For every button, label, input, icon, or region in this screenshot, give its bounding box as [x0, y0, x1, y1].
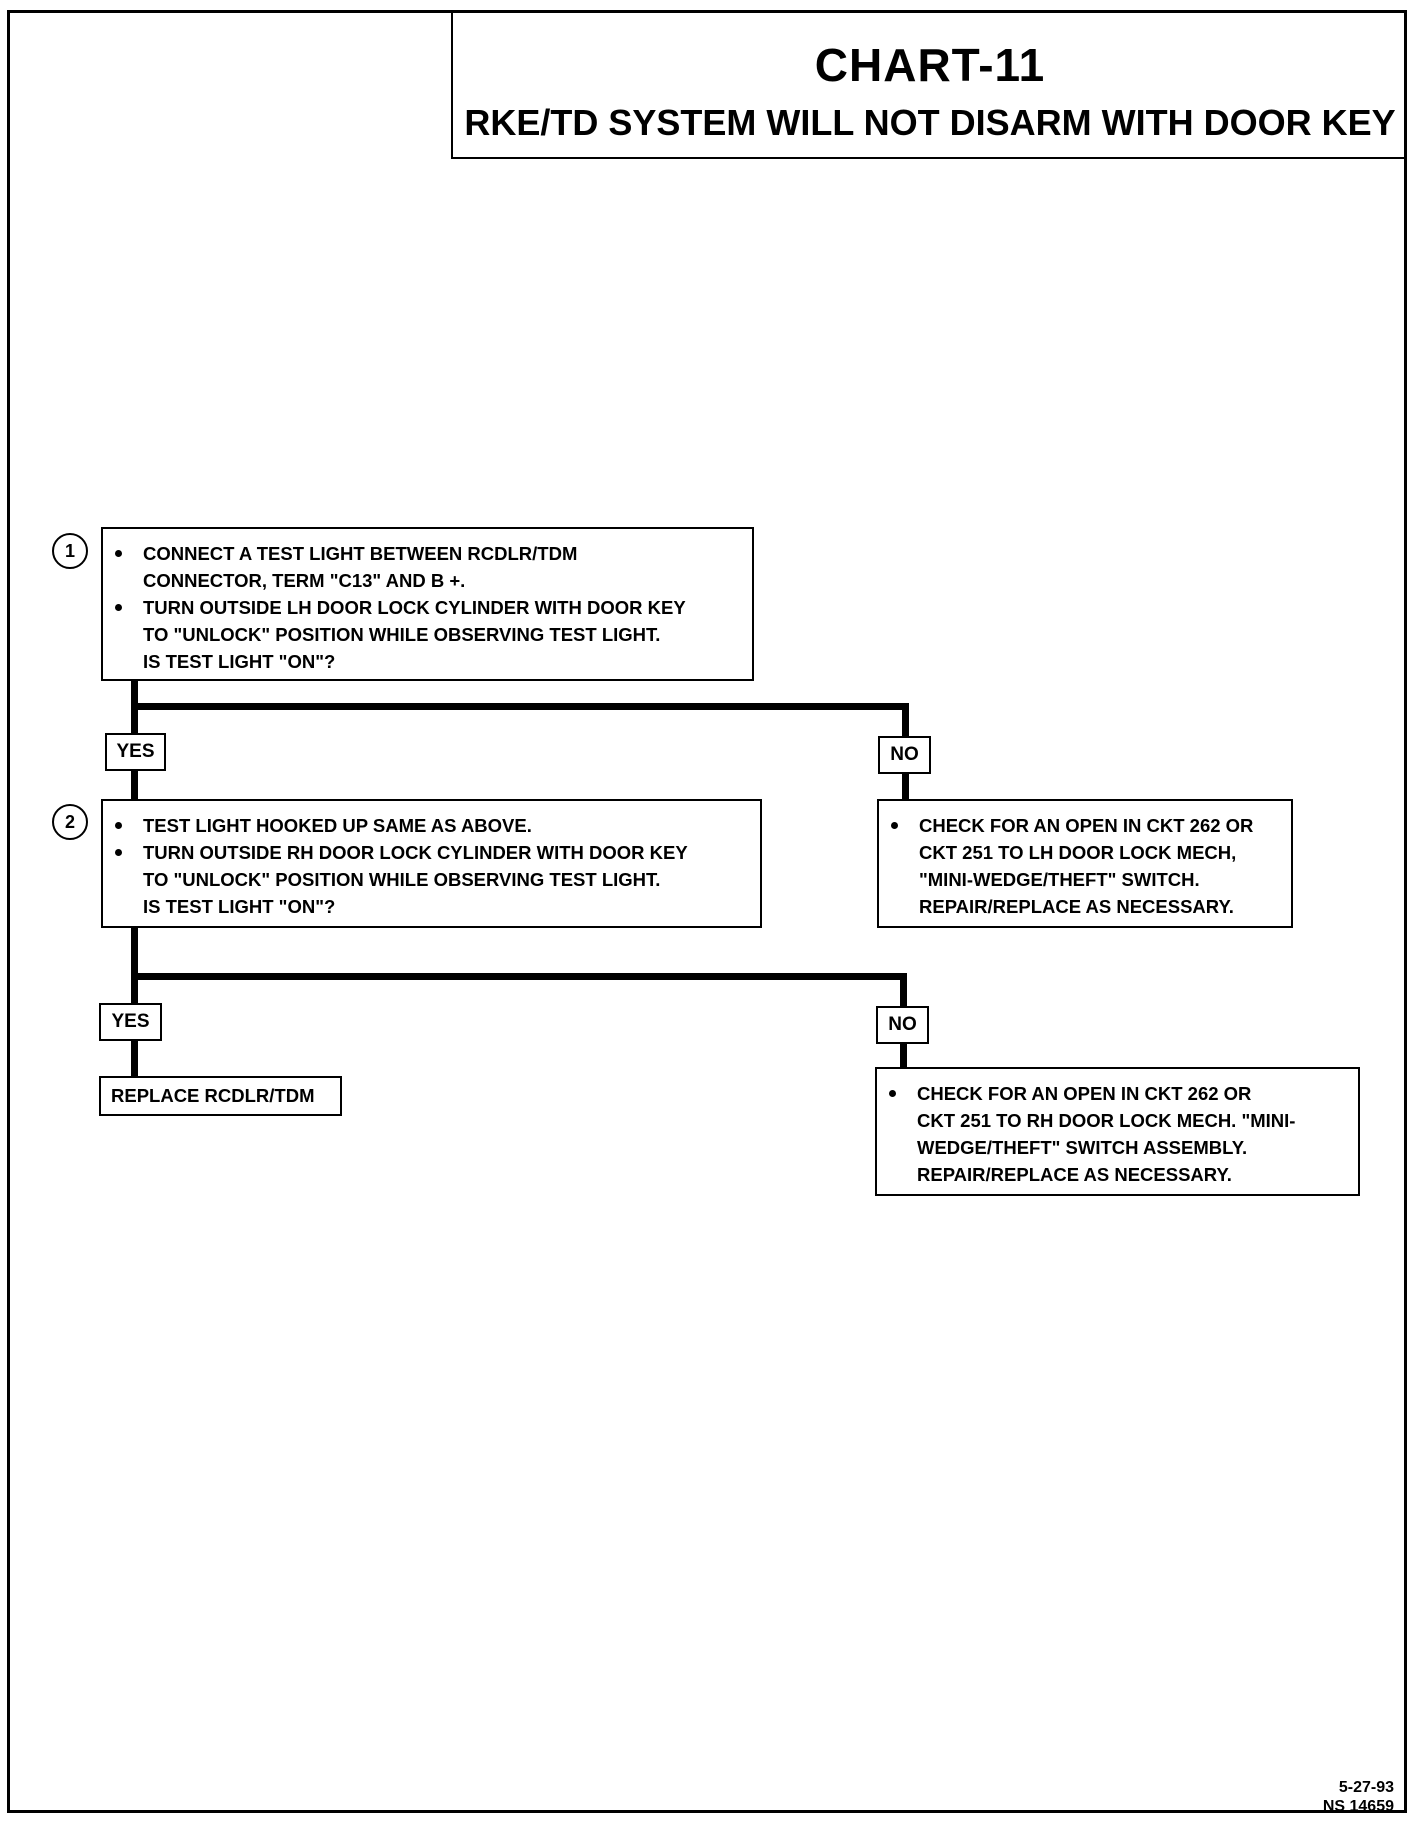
step-1-bullet: CONNECT A TEST LIGHT BETWEEN RCDLR/TDM — [103, 540, 752, 567]
step-2-line-3: TO "UNLOCK" POSITION WHILE OBSERVING TES… — [143, 869, 661, 890]
no-2-bullet: CHECK FOR AN OPEN IN CKT 262 OR — [877, 1080, 1358, 1107]
no-1-line-2: CKT 251 TO LH DOOR LOCK MECH, — [919, 842, 1237, 863]
no-label-2: NO — [876, 1006, 929, 1044]
page-frame — [7, 10, 1407, 1813]
step-2-line-2: TURN OUTSIDE RH DOOR LOCK CYLINDER WITH … — [143, 842, 688, 863]
yes-label-2: YES — [99, 1003, 162, 1041]
replace-rcdlr-tdm-box: REPLACE RCDLR/TDM — [99, 1076, 342, 1116]
no-1-line-1: CHECK FOR AN OPEN IN CKT 262 OR — [919, 815, 1254, 836]
no-2-line-3: WEDGE/THEFT" SWITCH ASSEMBLY. — [917, 1137, 1248, 1158]
step-2-line-1: TEST LIGHT HOOKED UP SAME AS ABOVE. — [143, 815, 532, 836]
footer-date: 5-27-93 — [1338, 1779, 1394, 1796]
step-1-line-2: CONNECTOR, TERM "C13" AND B +. — [143, 570, 466, 591]
connector — [131, 973, 907, 980]
step-1-marker: 1 — [52, 533, 88, 569]
no-2-line-4: REPAIR/REPLACE AS NECESSARY. — [917, 1164, 1232, 1185]
no-1-line-3: "MINI-WEDGE/THEFT" SWITCH. — [919, 869, 1200, 890]
step-1-line-4: TO "UNLOCK" POSITION WHILE OBSERVING TES… — [143, 624, 661, 645]
chart-header: CHART-11 RKE/TD SYSTEM WILL NOT DISARM W… — [451, 10, 1407, 159]
chart-title: CHART-11 — [814, 39, 1046, 91]
step-1-line-3: TURN OUTSIDE LH DOOR LOCK CYLINDER WITH … — [143, 597, 686, 618]
step-2-line-4: IS TEST LIGHT "ON"? — [143, 896, 336, 917]
step-1-line-1: CONNECT A TEST LIGHT BETWEEN RCDLR/TDM — [143, 543, 578, 564]
no-2-line-2: CKT 251 TO RH DOOR LOCK MECH. "MINI- — [917, 1110, 1296, 1131]
step-2-marker: 2 — [52, 804, 88, 840]
step-1-line-5: IS TEST LIGHT "ON"? — [143, 651, 336, 672]
chart-subtitle: RKE/TD SYSTEM WILL NOT DISARM WITH DOOR … — [464, 102, 1396, 143]
no-2-action-box: CHECK FOR AN OPEN IN CKT 262 OR CKT 251 … — [875, 1067, 1360, 1196]
no-2-line-1: CHECK FOR AN OPEN IN CKT 262 OR — [917, 1083, 1252, 1104]
no-label-1: NO — [878, 736, 931, 774]
step-1-box: CONNECT A TEST LIGHT BETWEEN RCDLR/TDM C… — [101, 527, 754, 681]
replace-rcdlr-tdm-text: REPLACE RCDLR/TDM — [111, 1085, 315, 1106]
no-1-action-box: CHECK FOR AN OPEN IN CKT 262 OR CKT 251 … — [877, 799, 1293, 928]
connector — [131, 703, 909, 710]
step-1-bullet: TURN OUTSIDE LH DOOR LOCK CYLINDER WITH … — [103, 594, 752, 621]
no-1-line-4: REPAIR/REPLACE AS NECESSARY. — [919, 896, 1234, 917]
footer-code: NS 14659 — [1322, 1798, 1394, 1815]
step-2-box: TEST LIGHT HOOKED UP SAME AS ABOVE. TURN… — [101, 799, 762, 928]
step-2-bullet: TEST LIGHT HOOKED UP SAME AS ABOVE. — [103, 812, 760, 839]
page-footer: 5-27-93 NS 14659 — [1323, 1778, 1394, 1816]
step-2-bullet: TURN OUTSIDE RH DOOR LOCK CYLINDER WITH … — [103, 839, 760, 866]
yes-label-1: YES — [105, 733, 166, 771]
no-1-bullet: CHECK FOR AN OPEN IN CKT 262 OR — [879, 812, 1291, 839]
